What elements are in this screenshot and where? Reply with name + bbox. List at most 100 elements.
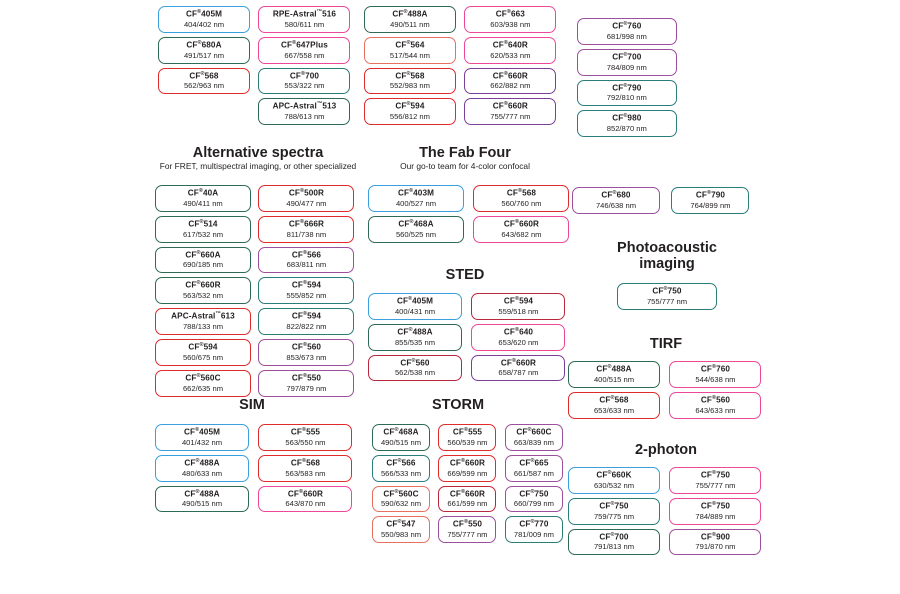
dye-name: CF®750 — [700, 500, 731, 511]
dye-excitation-emission: 560/760 nm — [501, 198, 542, 208]
dye-excitation-emission: 853/673 nm — [286, 352, 327, 362]
dye-excitation-emission: 490/515 nm — [181, 499, 223, 509]
dye-excitation-emission: 590/632 nm — [380, 499, 422, 509]
dye-excitation-emission: 822/822 nm — [286, 322, 327, 332]
dye-excitation-emission: 643/682 nm — [501, 229, 542, 239]
dye-excitation-emission: 658/787 nm — [498, 368, 539, 378]
dye-excitation-emission: 755/777 nm — [490, 112, 531, 122]
dye-name: CF®403M — [397, 188, 435, 198]
dye-name: CF®560 — [400, 357, 430, 368]
dye-name: CF®566 — [291, 249, 322, 260]
dye-name: CF®405M — [185, 9, 223, 19]
dye-name: CF®660A — [185, 249, 221, 260]
dye-excitation-emission: 781/009 nm — [513, 530, 554, 540]
section-title-storm: STORM — [431, 397, 485, 413]
dye-excitation-emission: 544/638 nm — [695, 374, 736, 384]
dye-name: CF®500R — [288, 188, 325, 198]
dye-name: CF®660R — [449, 457, 486, 468]
dye-excitation-emission: 563/583 nm — [285, 468, 326, 478]
dye-name: CF®568 — [599, 394, 629, 405]
